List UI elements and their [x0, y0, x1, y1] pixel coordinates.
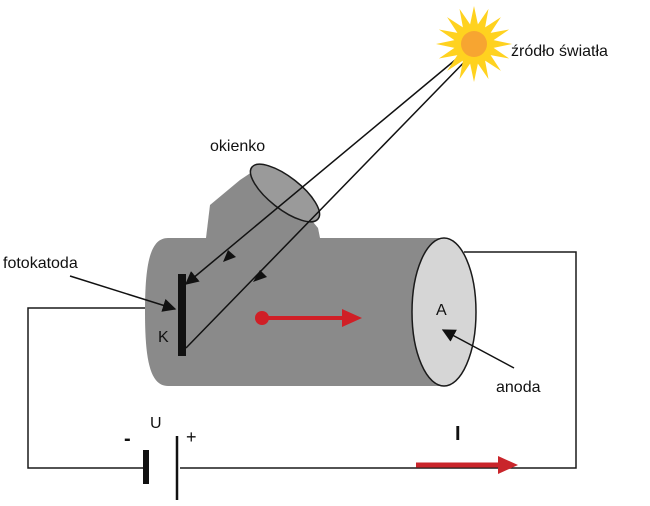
- current-label: I: [455, 423, 461, 445]
- battery-negative-plate: [143, 450, 149, 484]
- anode-label: anoda: [496, 379, 541, 396]
- electron-flow-arrow: [255, 309, 362, 327]
- light-rays: [184, 45, 477, 349]
- window-opening: [249, 163, 321, 223]
- voltage-label: U: [150, 415, 162, 432]
- tube-body: [145, 237, 477, 387]
- battery-minus-sign: -: [124, 428, 131, 450]
- window-label: okienko: [210, 138, 265, 155]
- cathode-letter: K: [158, 329, 169, 346]
- ray-arrow-lower: [253, 270, 267, 282]
- light-ray-upper: [184, 45, 473, 285]
- battery-plus-sign: +: [186, 427, 197, 447]
- cathode-plate: [178, 274, 186, 356]
- photocathode-pointer: [69, 275, 177, 312]
- sun-icon: [436, 6, 512, 82]
- light-ray-lower: [185, 49, 477, 349]
- ray-direction-arrows: [223, 250, 267, 282]
- anode-pointer: [441, 329, 515, 369]
- tube-window: [206, 163, 321, 238]
- light-source-label: źródło światła: [511, 43, 608, 60]
- anode-end-cap: [411, 237, 477, 387]
- ray-arrow-upper: [223, 250, 236, 262]
- anode-letter: A: [436, 302, 447, 319]
- circuit-wire: [27, 251, 577, 469]
- current-arrow: [416, 456, 518, 474]
- battery: [143, 436, 179, 500]
- label-pointers: [69, 275, 515, 369]
- photocathode-label: fotokatoda: [3, 255, 78, 272]
